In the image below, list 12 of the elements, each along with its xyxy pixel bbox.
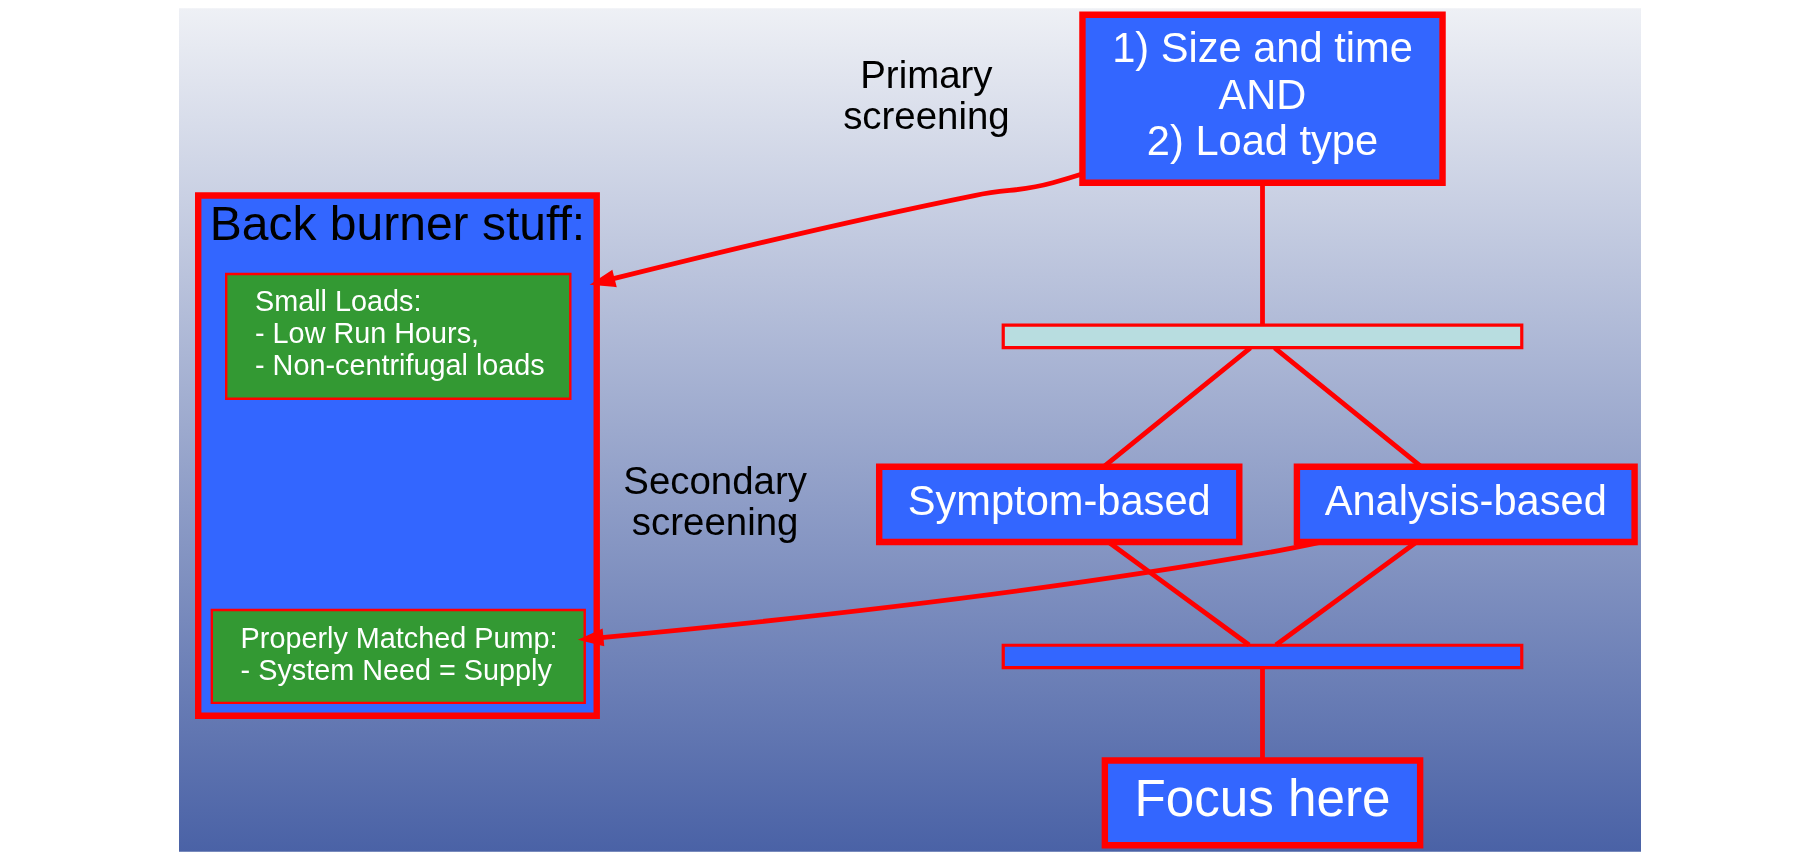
node-box: 1) Size and time AND 2) Load type [1079,11,1446,186]
node-box: Analysis-based [1293,463,1638,546]
node-box: Properly Matched Pump: - System Need = Supply [210,608,586,705]
node-bar [1001,323,1524,350]
label: Primary screening [843,52,1010,138]
arrow [589,171,1083,288]
node-box: Focus here [1101,757,1424,849]
node-box: Small Loads: - Low Run Hours, - Non-centrifugal loads [225,272,572,400]
node-bar [1001,643,1524,670]
label: Secondary screening [623,458,807,544]
connector [1260,667,1265,761]
node-box: Symptom-based [876,463,1243,546]
